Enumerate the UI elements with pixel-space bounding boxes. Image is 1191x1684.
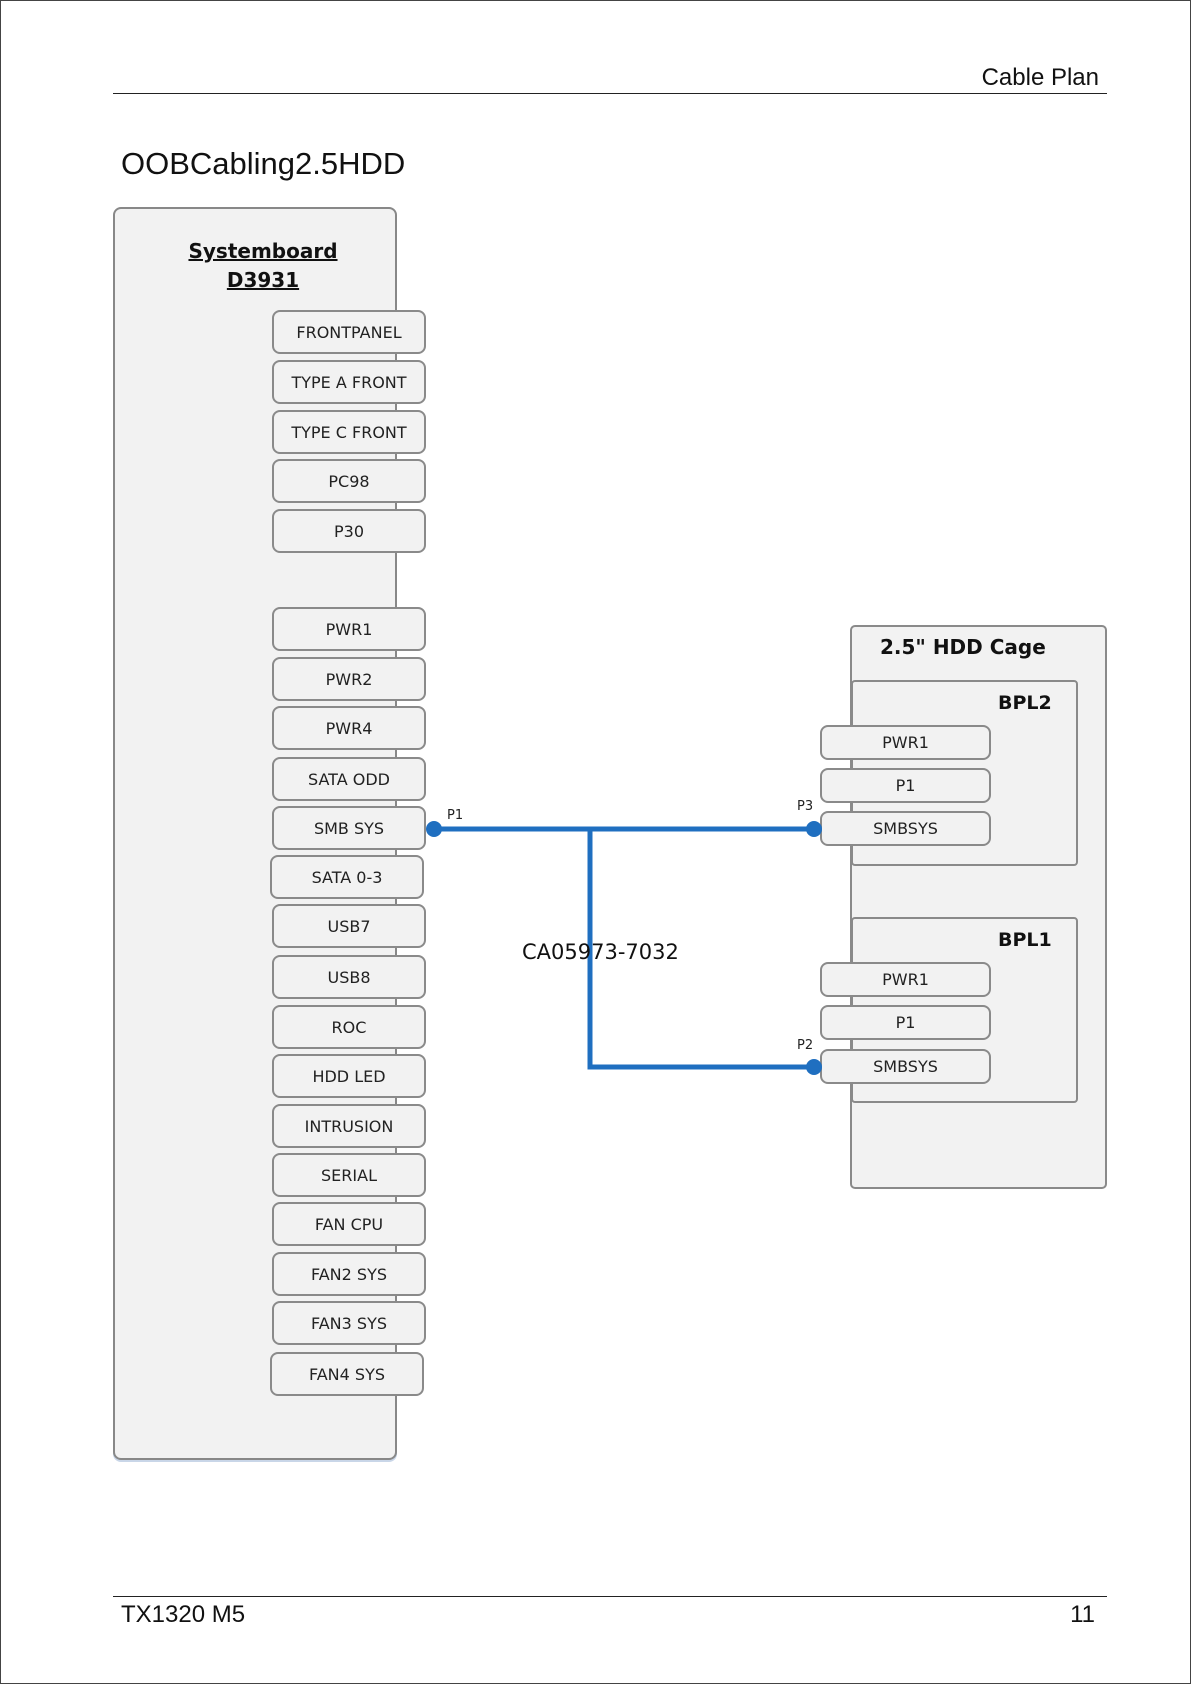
connector-serial: SERIAL	[272, 1153, 426, 1197]
connector-sata-0-3: SATA 0-3	[270, 855, 424, 899]
header-rule	[113, 93, 1107, 94]
header-title: Cable Plan	[982, 64, 1099, 92]
footer-rule	[113, 1596, 1107, 1597]
footer-page-number: 11	[1070, 1601, 1095, 1629]
connector-fan2-sys: FAN2 SYS	[272, 1252, 426, 1296]
bpl2-connector-smbsys: SMBSYS	[820, 811, 991, 846]
connector-type-a-front: TYPE A FRONT	[272, 360, 426, 404]
connector-usb8: USB8	[272, 955, 426, 999]
connector-sata-odd: SATA ODD	[272, 757, 426, 801]
connector-pwr4: PWR4	[272, 706, 426, 750]
connector-p30: P30	[272, 509, 426, 553]
bpl1-connector-p1: P1	[820, 1005, 991, 1040]
systemboard-title-line2: D3931	[163, 266, 363, 295]
pin-label-board-p1: P1	[447, 808, 463, 823]
systemboard-title: Systemboard D3931	[163, 237, 363, 295]
bpl2-connector-pwr1: PWR1	[820, 725, 991, 760]
connector-intrusion: INTRUSION	[272, 1104, 426, 1148]
bpl1-connector-smbsys: SMBSYS	[820, 1049, 991, 1084]
connector-pwr1: PWR1	[272, 607, 426, 651]
connector-hdd-led: HDD LED	[272, 1054, 426, 1098]
section-title: OOBCabling2.5HDD	[121, 146, 405, 182]
bpl2-connector-p1: P1	[820, 768, 991, 803]
connector-roc: ROC	[272, 1005, 426, 1049]
connector-pc98: PC98	[272, 459, 426, 503]
connector-fan-cpu: FAN CPU	[272, 1202, 426, 1246]
connector-pwr2: PWR2	[272, 657, 426, 701]
connector-frontpanel: FRONTPANEL	[272, 310, 426, 354]
bpl1-title: BPL1	[998, 929, 1052, 951]
connector-type-c-front: TYPE C FRONT	[272, 410, 426, 454]
connector-fan3-sys: FAN3 SYS	[272, 1301, 426, 1345]
connector-smb-sys: SMB SYS	[272, 806, 426, 850]
bpl2-title: BPL2	[998, 692, 1052, 714]
hdd-cage-title: 2.5" HDD Cage	[880, 635, 1046, 659]
connector-fan4-sys: FAN4 SYS	[270, 1352, 424, 1396]
footer-model: TX1320 M5	[121, 1601, 245, 1629]
cable-part-number: CA05973-7032	[522, 940, 679, 964]
connector-usb7: USB7	[272, 904, 426, 948]
bpl1-connector-pwr1: PWR1	[820, 962, 991, 997]
systemboard-title-line1: Systemboard	[163, 237, 363, 266]
pin-label-bpl1-p2: P2	[797, 1038, 813, 1053]
pin-label-bpl2-p3: P3	[797, 799, 813, 814]
